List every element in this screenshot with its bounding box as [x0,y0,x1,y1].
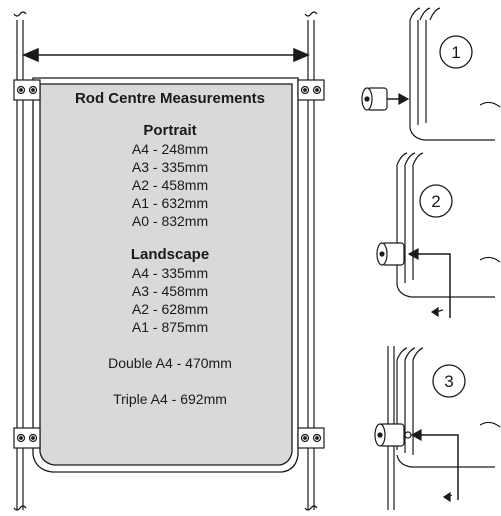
step-1-badge: 1 [439,35,473,69]
step-2-illustration [376,152,501,318]
step-3-badge: 3 [432,364,466,398]
step-1-number: 1 [451,43,460,62]
panel-title: Rod Centre Measurements [74,90,266,107]
step-1-illustration [361,7,501,141]
step-3-illustration [374,346,501,510]
step-2-badge: 2 [419,184,453,218]
landscape-item: A3 - 458mm [131,283,209,299]
clamp-bottom-right [297,427,325,449]
measurements-panel: Rod Centre Measurements Portrait A4 - 24… [45,90,295,408]
step-3-number: 3 [444,372,453,391]
clamp-top-right [297,79,325,101]
portrait-heading: Portrait [143,122,197,139]
triple-a4-measurement: Triple A4 - 692mm [113,391,227,407]
portrait-item: A4 - 248mm [131,141,209,157]
portrait-item: A2 - 458mm [131,177,209,193]
clamp-top-left [13,79,41,101]
measurement-arrow [22,47,310,63]
portrait-item: A0 - 832mm [131,213,209,229]
clamp-bottom-left [13,427,41,449]
landscape-item: A2 - 628mm [131,301,209,317]
double-a4-measurement: Double A4 - 470mm [108,355,232,371]
step-2-number: 2 [431,192,440,211]
landscape-item: A4 - 335mm [131,265,209,281]
landscape-heading: Landscape [130,246,210,263]
poster-frame [32,77,299,473]
portrait-item: A1 - 632mm [131,195,209,211]
portrait-item: A3 - 335mm [131,159,209,175]
landscape-item: A1 - 875mm [131,319,209,335]
